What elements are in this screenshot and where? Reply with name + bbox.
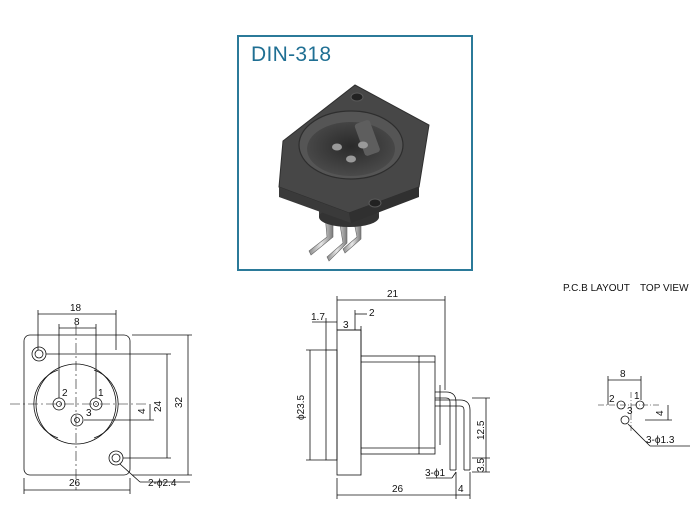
pcb-hole-3 [620,415,630,425]
pcb-pin-label-3: 3 [627,406,633,417]
front-dim-inner-height: 24 [153,400,164,412]
front-dim-mount-hole: 2-ϕ2.4 [148,478,177,489]
pcb-dim-offset: 4 [655,410,666,416]
side-dim-pin-dia: 3-ϕ1 [425,468,445,479]
front-pin-label-3: 3 [86,408,92,419]
front-dim-height: 32 [174,396,185,408]
pcb-dim-hole: 3-ϕ1.3 [646,435,675,446]
side-dim-pin-spacing: 4 [458,484,464,495]
side-dim-body-diameter: ϕ23.5 [296,394,307,420]
front-pin-label-1: 1 [98,388,104,399]
side-dim-flange-depth: 3 [343,320,349,331]
front-dim-width-bottom: 26 [69,478,81,489]
model-title: DIN-318 [251,43,332,66]
front-flange-outline [23,334,131,476]
connector-photo [278,84,430,262]
side-dim-pin-height: 12.5 [476,420,487,440]
front-dim-width-top: 18 [70,303,82,314]
front-dim-pin-offset: 4 [137,408,148,414]
side-dim-pin-stub: 3.5 [476,458,487,472]
front-dim-inner-spacing: 8 [74,317,80,328]
side-dim-small-gap: 2 [369,308,375,319]
pcb-layout-label: P.C.B LAYOUT [563,283,630,294]
top-view-label: TOP VIEW [640,283,689,294]
product-photo-frame: DIN-318 [237,35,473,271]
pcb-pin-label-1: 1 [634,391,640,402]
side-dim-flange-thickness: 1.7 [311,312,325,323]
side-dim-bottom-length: 26 [392,484,404,495]
side-dim-total-length: 21 [387,289,399,300]
front-pin-label-2: 2 [62,388,68,399]
pcb-dim-spacing: 8 [620,369,626,380]
side-body [360,355,436,455]
side-flange [336,329,362,476]
pcb-pin-label-2: 2 [609,394,615,405]
